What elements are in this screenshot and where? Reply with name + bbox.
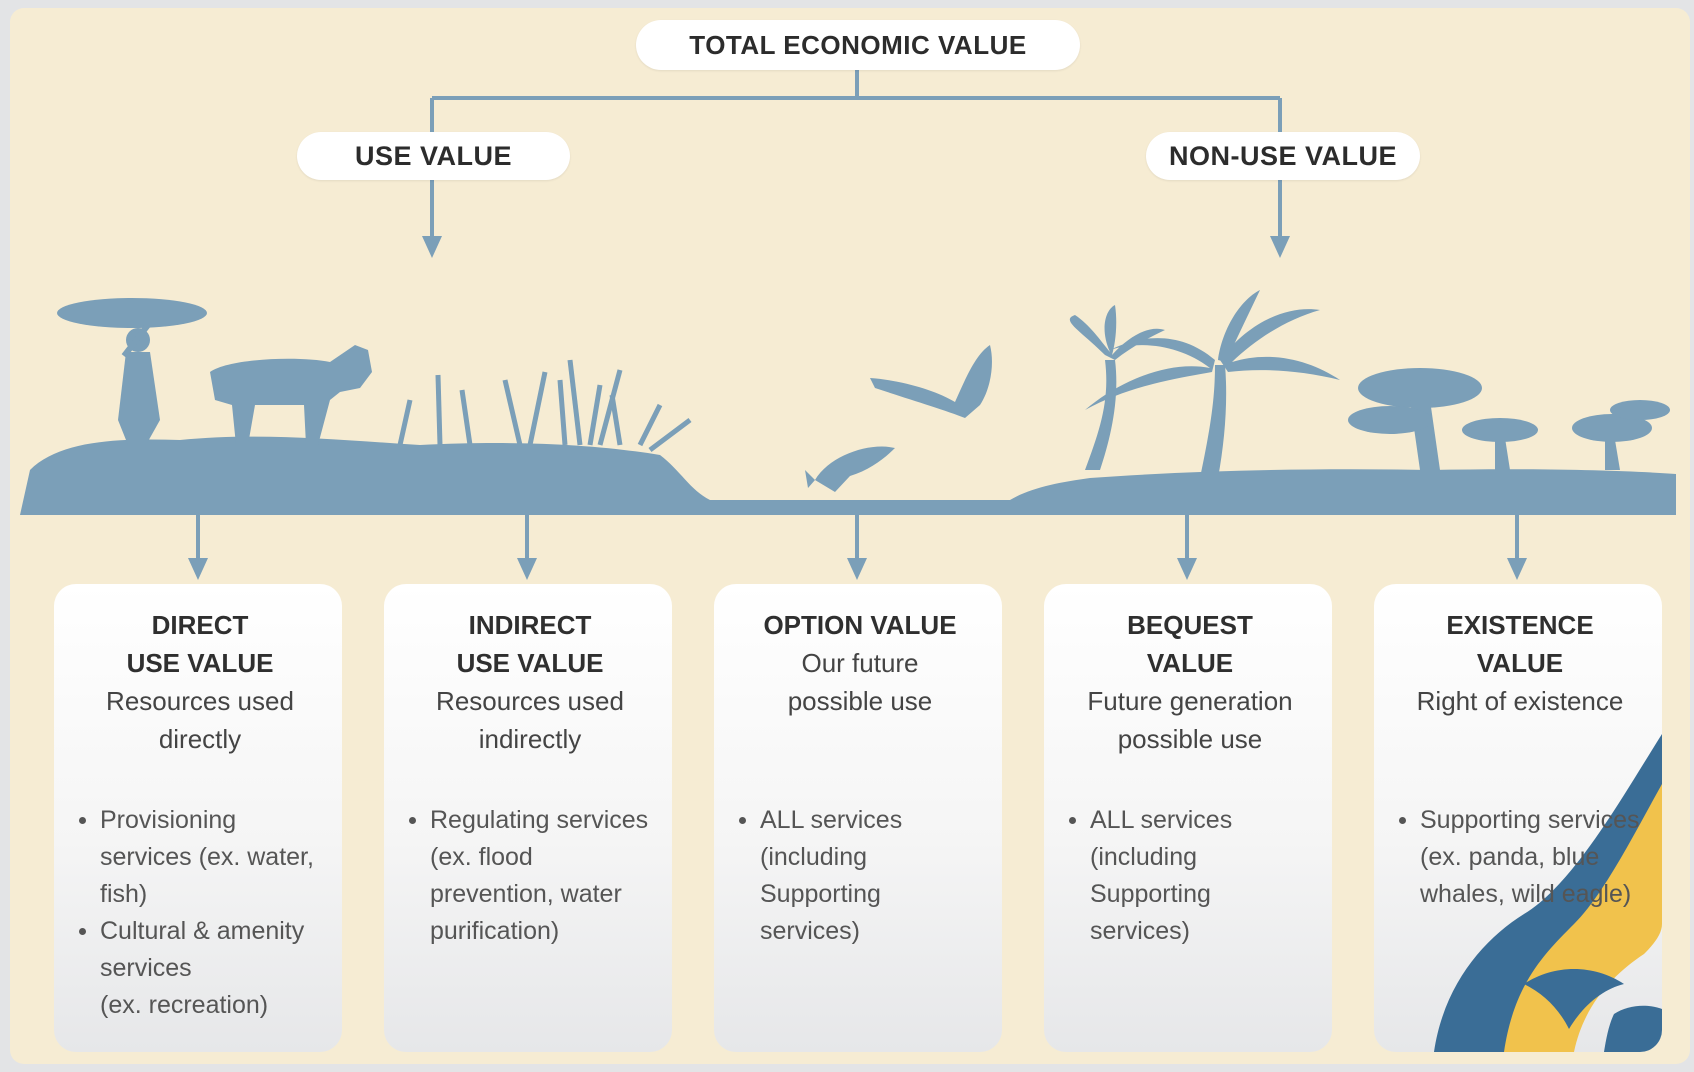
woman-carrying-load-icon	[57, 298, 207, 445]
card-bullet: ALL services (including Supporting servi…	[1069, 802, 1316, 950]
cow-icon	[210, 345, 372, 445]
arrow-head-direct	[188, 558, 208, 580]
palm-tree-icon	[1069, 290, 1340, 478]
card-bullet-list: ALL services (including Supporting servi…	[1064, 802, 1316, 950]
non-use-value-node: NON-USE VALUE	[1146, 132, 1420, 180]
card-title: EXISTENCE VALUE	[1446, 610, 1594, 678]
card-bullet-list: Regulating services (ex. flood preventio…	[404, 802, 656, 950]
top-connectors	[430, 70, 1282, 238]
card-title: OPTION VALUE	[763, 610, 957, 640]
acacia-tree-icon	[1348, 368, 1670, 470]
fish-icon	[805, 446, 895, 492]
card-bullet: Cultural & amenity services (ex. recreat…	[79, 913, 326, 1024]
card-subtitle: Resources used directly	[106, 686, 294, 754]
card-bullet-list: Supporting services (ex. panda, blue wha…	[1394, 802, 1646, 913]
card-subtitle: Future generation possible use	[1087, 686, 1293, 754]
card-bullet: Regulating services (ex. flood preventio…	[409, 802, 656, 950]
arrow-head-bequest	[1177, 558, 1197, 580]
landscape-ground	[20, 436, 1676, 515]
indirect-use-value-card: INDIRECT USE VALUE Resources used indire…	[384, 584, 672, 1052]
card-connectors	[196, 510, 1519, 560]
card-bullet-list: Provisioning services (ex. water, fish) …	[74, 802, 326, 1024]
card-bullet: Supporting services (ex. panda, blue wha…	[1399, 802, 1646, 913]
card-subtitle: Right of existence	[1416, 686, 1624, 716]
card-arrow-heads	[188, 558, 1527, 580]
card-bullet-list: ALL services (including Supporting servi…	[734, 802, 986, 950]
bequest-value-card: BEQUEST VALUE Future generation possible…	[1044, 584, 1332, 1052]
logo-swirl-icon	[1434, 734, 1662, 1052]
eagle-icon	[870, 345, 992, 418]
total-economic-value-node: TOTAL ECONOMIC VALUE	[636, 20, 1080, 70]
nonuse-arrow-head	[1270, 236, 1290, 258]
use-value-node: USE VALUE	[297, 132, 570, 180]
card-bullet: ALL services (including Supporting servi…	[739, 802, 986, 950]
arrow-head-indirect	[517, 558, 537, 580]
card-title: INDIRECT USE VALUE	[456, 610, 604, 678]
arrow-head-option	[847, 558, 867, 580]
card-subtitle: Our future possible use	[787, 648, 933, 716]
card-subtitle: Resources used indirectly	[436, 686, 624, 754]
existence-value-card: EXISTENCE VALUE Right of existence Suppo…	[1374, 584, 1662, 1052]
card-title: BEQUEST VALUE	[1127, 610, 1253, 678]
reeds-icon	[397, 359, 692, 452]
card-title: DIRECT USE VALUE	[126, 610, 274, 678]
use-arrow-head	[422, 236, 442, 258]
card-bullet: Provisioning services (ex. water, fish)	[79, 802, 326, 913]
direct-use-value-card: DIRECT USE VALUE Resources used directly…	[54, 584, 342, 1052]
arrow-head-existence	[1507, 558, 1527, 580]
option-value-card: OPTION VALUE Our future possible use ALL…	[714, 584, 1002, 1052]
